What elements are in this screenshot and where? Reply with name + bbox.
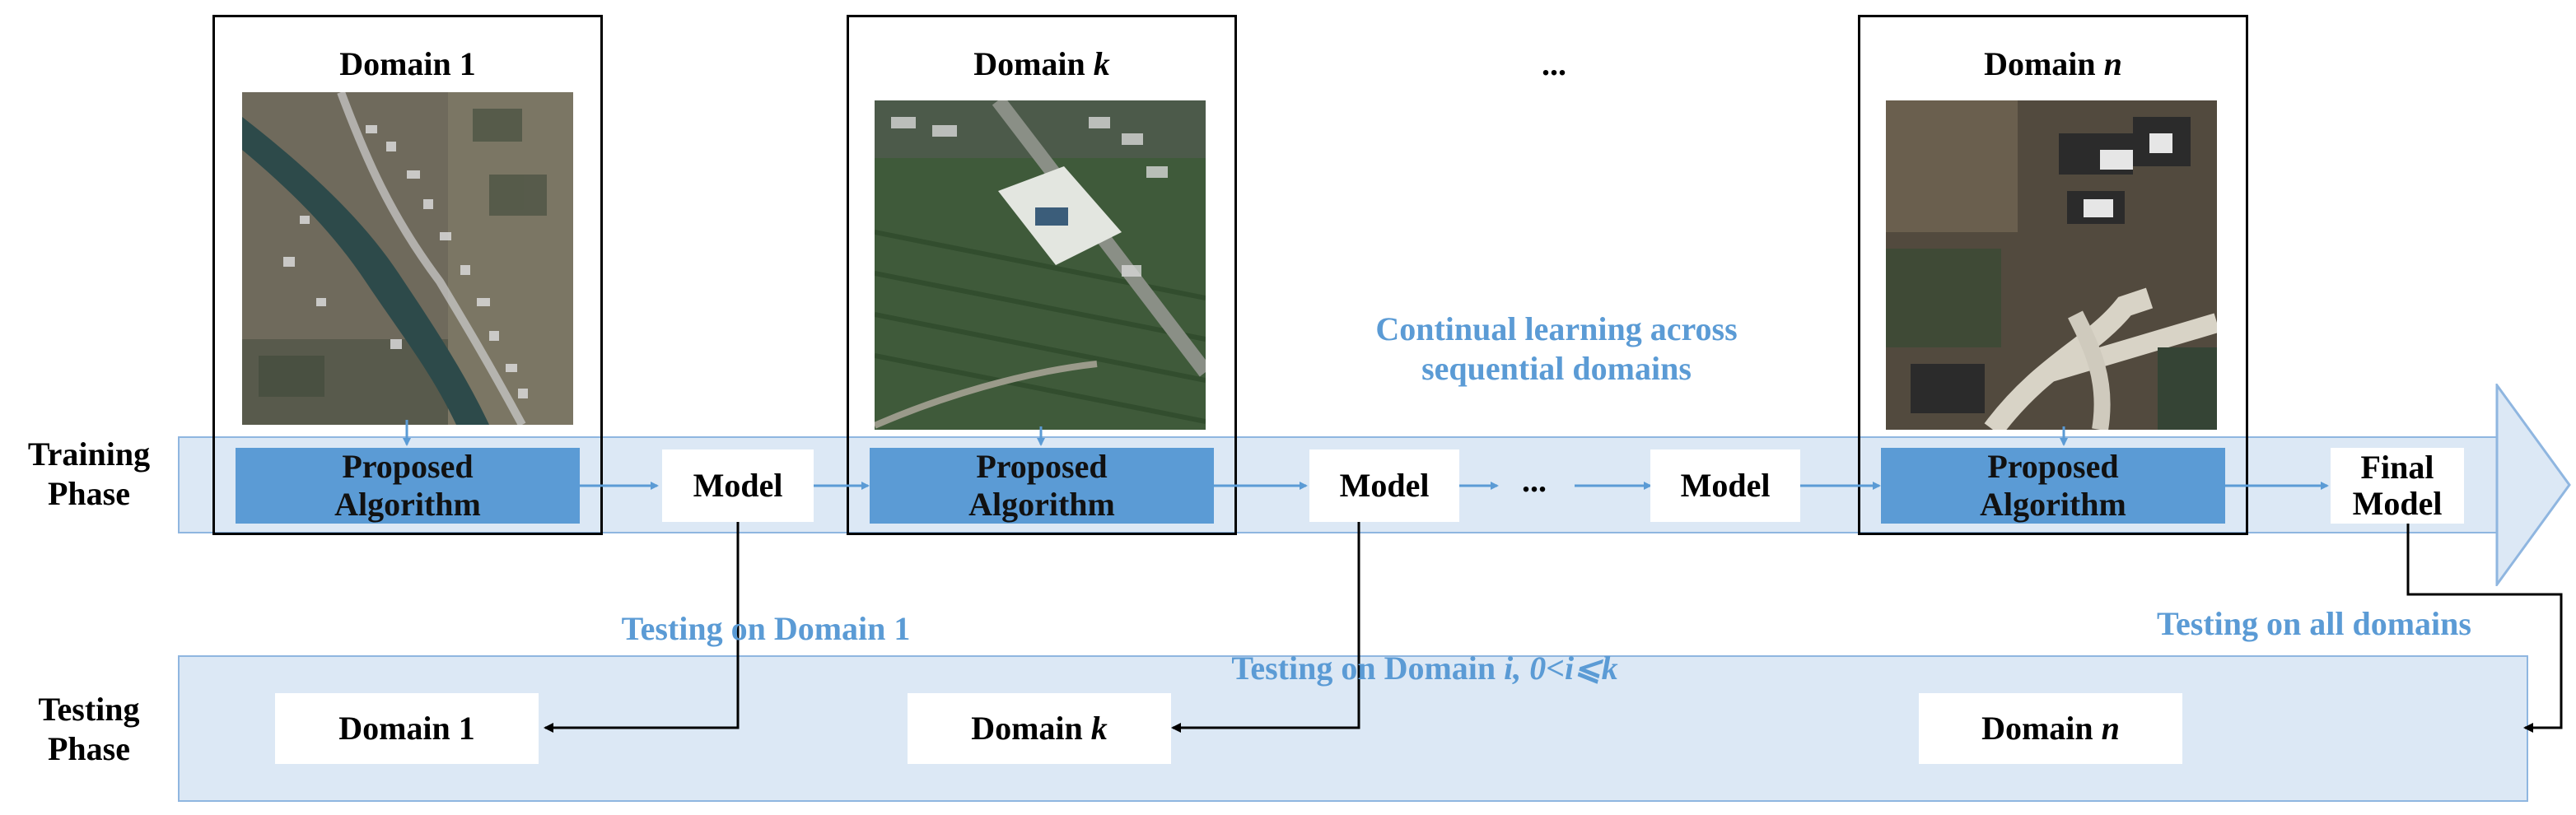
test-domain-text: Domain <box>971 710 1091 747</box>
domain-title-var: n <box>2103 45 2122 82</box>
domain-1-frame <box>212 15 603 535</box>
proposed-algorithm-box-k: Proposed Algorithm <box>870 448 1214 524</box>
connector-final-to-testall <box>2406 524 2563 733</box>
domain-k-frame <box>847 15 1237 535</box>
domain-title-text: Domain <box>339 45 460 82</box>
model-box-1: Model <box>662 449 814 522</box>
domain-title-var: 1 <box>459 45 476 82</box>
testing-phase-label: Testing Phase <box>38 691 140 767</box>
test-domain-var: n <box>2101 710 2120 747</box>
domain-k-title: Domain k <box>847 44 1237 83</box>
test-domain-n-box: Domain n <box>1919 693 2182 764</box>
domain-title-text: Domain <box>1984 45 2104 82</box>
model-ellipsis: ... <box>1522 462 1547 499</box>
testing-domaini-text: Testing on Domain <box>1231 650 1505 687</box>
domain-n-title: Domain n <box>1858 44 2248 83</box>
model-box-n-minus-1: Model <box>1650 449 1800 522</box>
domain-title-text: Domain <box>973 45 1094 82</box>
testing-domaini-var: i, 0<i⩽k <box>1504 650 1618 687</box>
domain-title-var: k <box>1093 45 1110 82</box>
domains-ellipsis: ... <box>1542 45 1566 82</box>
domain-n-frame <box>1858 15 2248 535</box>
final-model-box: Final Model <box>2331 448 2464 524</box>
domain-n-satellite-image <box>1886 100 2217 430</box>
connector-modelk-to-testk <box>1171 519 1360 733</box>
testing-all-label: Testing on all domains <box>2157 605 2471 642</box>
testing-domain1-label: Testing on Domain 1 <box>621 610 911 647</box>
test-domain-var: k <box>1090 710 1108 747</box>
domain-1-satellite-image <box>242 92 573 425</box>
model-box-k: Model <box>1309 449 1459 522</box>
connector-model1-to-test1 <box>544 519 740 733</box>
proposed-algorithm-box-1: Proposed Algorithm <box>236 448 580 524</box>
test-domain-var: 1 <box>458 710 475 747</box>
training-arrow-head <box>2495 384 2571 586</box>
test-domain-text: Domain <box>1981 710 2102 747</box>
domain-k-satellite-image <box>875 100 1206 430</box>
test-domain-1-box: Domain 1 <box>275 693 539 764</box>
proposed-algorithm-box-n: Proposed Algorithm <box>1881 448 2225 524</box>
domain-1-title: Domain 1 <box>212 44 603 83</box>
continual-learning-label: Continual learning across sequential dom… <box>1375 310 1738 387</box>
training-phase-label: Training Phase <box>27 435 151 512</box>
test-domain-text: Domain <box>338 710 459 747</box>
test-domain-k-box: Domain k <box>908 693 1171 764</box>
testing-domaini-label: Testing on Domain i, 0<i⩽k <box>1161 609 1688 688</box>
